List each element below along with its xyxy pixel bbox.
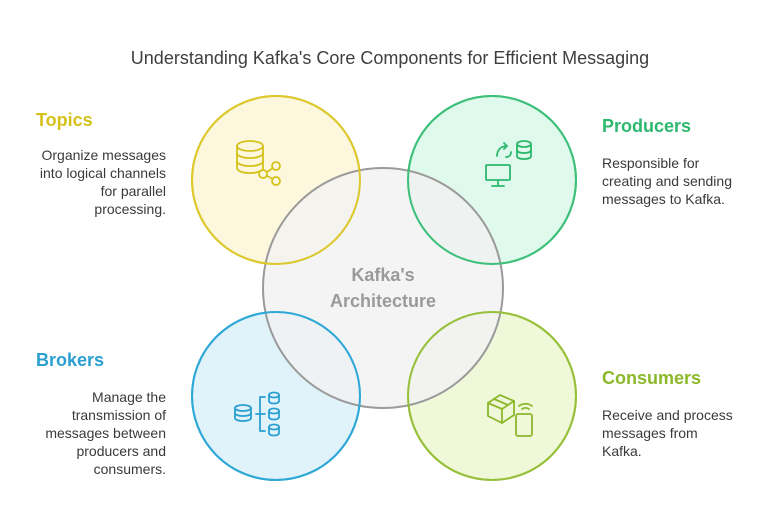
brokers-description: Manage the transmission of messages betw… [45, 389, 166, 477]
producers-heading: Producers [602, 116, 692, 136]
diagram-title: Understanding Kafka's Core Components fo… [130, 48, 650, 68]
database-distribution-icon [234, 391, 280, 437]
topics-description: Organize messages into logical channels … [39, 147, 166, 217]
computer-database-sync-icon [485, 140, 532, 187]
brokers-heading: Brokers [36, 350, 105, 370]
center-label-line1: Kafka's [351, 265, 415, 285]
topics-heading: Topics [36, 110, 93, 130]
consumers-description: Receive and process messages from Kafka. [602, 407, 733, 459]
database-share-icon [236, 140, 281, 186]
package-phone-icon [487, 394, 533, 437]
center-label: Kafka's Architecture [300, 262, 466, 314]
center-label-line2: Architecture [329, 291, 437, 311]
consumers-heading: Consumers [602, 368, 702, 388]
producers-description: Responsible for creating and sending mes… [602, 155, 732, 207]
center-circle [262, 167, 504, 409]
